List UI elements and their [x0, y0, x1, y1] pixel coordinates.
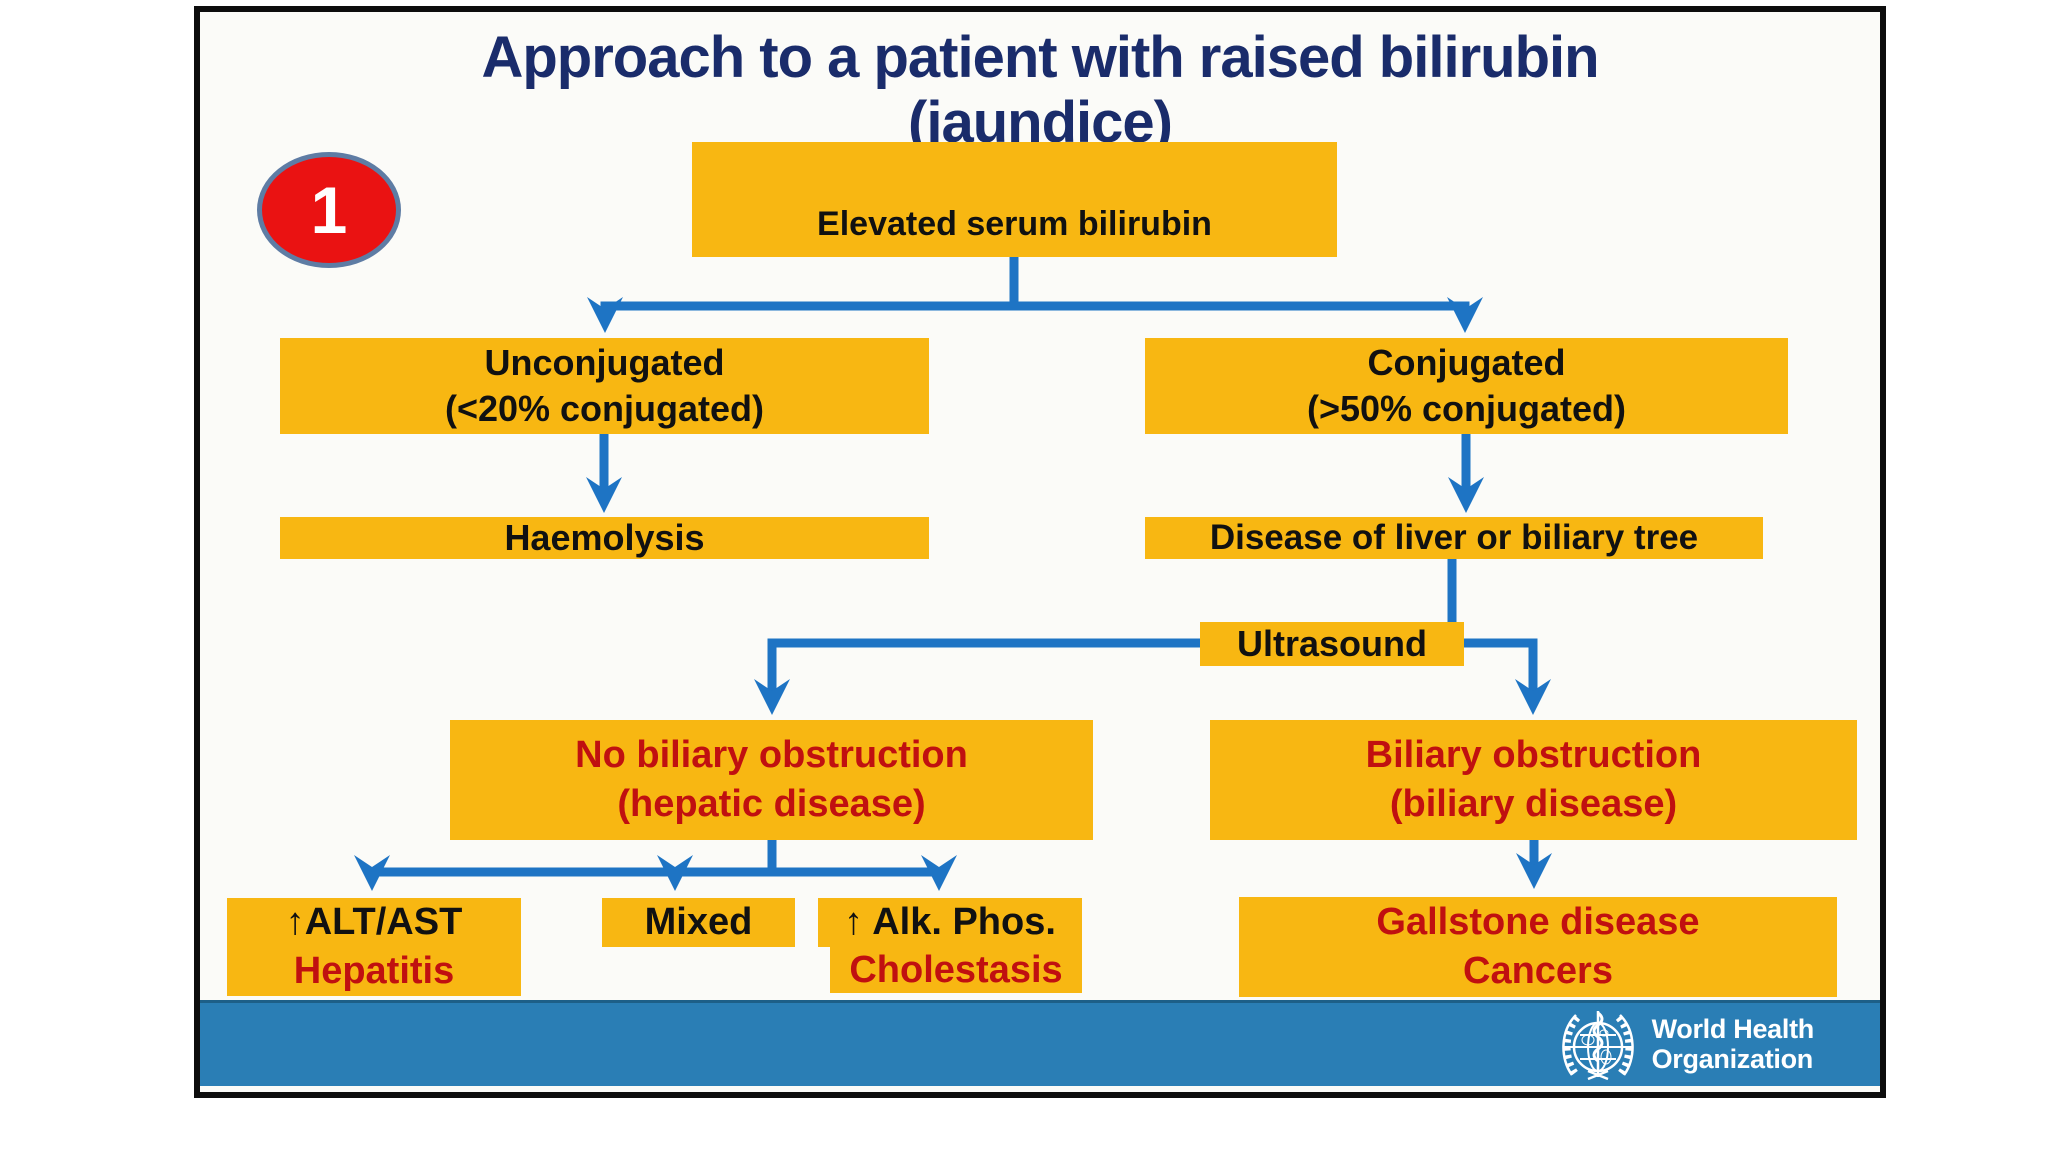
presentation-slide: Approach to a patient with raised biliru… [194, 6, 1886, 1098]
flowchart-connectors [354, 257, 1552, 891]
page-title-line1: Approach to a patient with raised biliru… [481, 25, 1599, 90]
node-label-line1: ↑ALT/AST [285, 901, 463, 944]
node-disease-liver-biliary-tree: Disease of liver or biliary tree [1145, 517, 1763, 559]
node-label: Elevated serum bilirubin [817, 205, 1212, 244]
node-unconjugated: Unconjugated (<20% conjugated) [280, 338, 929, 434]
node-label-line1: Biliary obstruction [1365, 734, 1702, 777]
node-alt-ast-hepatitis: ↑ALT/AST Hepatitis [227, 898, 521, 996]
slide-footer-bar: World Health Organization [200, 1000, 1880, 1086]
connector-ultrasound-to-obstruction [1447, 559, 1551, 715]
node-label: Disease of liver or biliary tree [1209, 517, 1699, 557]
node-label: Cholestasis [849, 948, 1063, 991]
node-conjugated: Conjugated (>50% conjugated) [1145, 338, 1788, 434]
who-wordmark-line1: World Health [1651, 1013, 1815, 1044]
who-wordmark-line2: Organization [1651, 1043, 1814, 1074]
node-label-line2: (hepatic disease) [617, 783, 926, 825]
who-wordmark: World Health Organization [1651, 1013, 1815, 1074]
node-label-line2: Cancers [1463, 950, 1613, 992]
node-label-line1: No biliary obstruction [575, 734, 968, 777]
node-cholestasis: Cholestasis [830, 947, 1082, 993]
step-number-badge: 1 [257, 152, 401, 268]
page-title: Approach to a patient with raised biliru… [200, 25, 1880, 156]
node-label-line2: (>50% conjugated) [1306, 388, 1627, 429]
node-ultrasound: Ultrasound [1200, 622, 1464, 666]
node-elevated-serum-bilirubin: Elevated serum bilirubin [692, 142, 1337, 257]
node-label-line1: Gallstone disease [1376, 901, 1700, 944]
connector-elevated-to-conjugated [1009, 257, 1483, 333]
connector-elevated-to-unconjugated [587, 257, 1019, 333]
who-emblem-icon [1561, 1010, 1634, 1080]
who-logo: World Health Organization [1558, 1005, 1814, 1085]
node-mixed: Mixed [602, 898, 795, 947]
node-alk-phos: ↑ Alk. Phos. [818, 898, 1082, 947]
node-label: Ultrasound [1236, 622, 1427, 664]
node-label: ↑ Alk. Phos. [844, 901, 1056, 944]
node-haemolysis: Haemolysis [280, 517, 929, 559]
node-label-line2: Hepatitis [293, 950, 455, 992]
node-label: Mixed [644, 901, 753, 944]
node-no-biliary-obstruction: No biliary obstruction (hepatic disease) [450, 720, 1093, 840]
step-number-label: 1 [310, 173, 348, 247]
node-label-line1: Unconjugated [484, 341, 725, 383]
node-biliary-obstruction: Biliary obstruction (biliary disease) [1210, 720, 1857, 840]
node-label-line1: Conjugated [1367, 341, 1566, 383]
node-label-line2: (biliary disease) [1389, 783, 1678, 825]
connector-to-mixed [657, 840, 777, 891]
connector-to-alk-phos [767, 840, 957, 891]
node-label-line2: (<20% conjugated) [444, 388, 765, 429]
node-label: Haemolysis [504, 516, 705, 558]
node-gallstone-disease-cancers: Gallstone disease Cancers [1239, 897, 1837, 997]
